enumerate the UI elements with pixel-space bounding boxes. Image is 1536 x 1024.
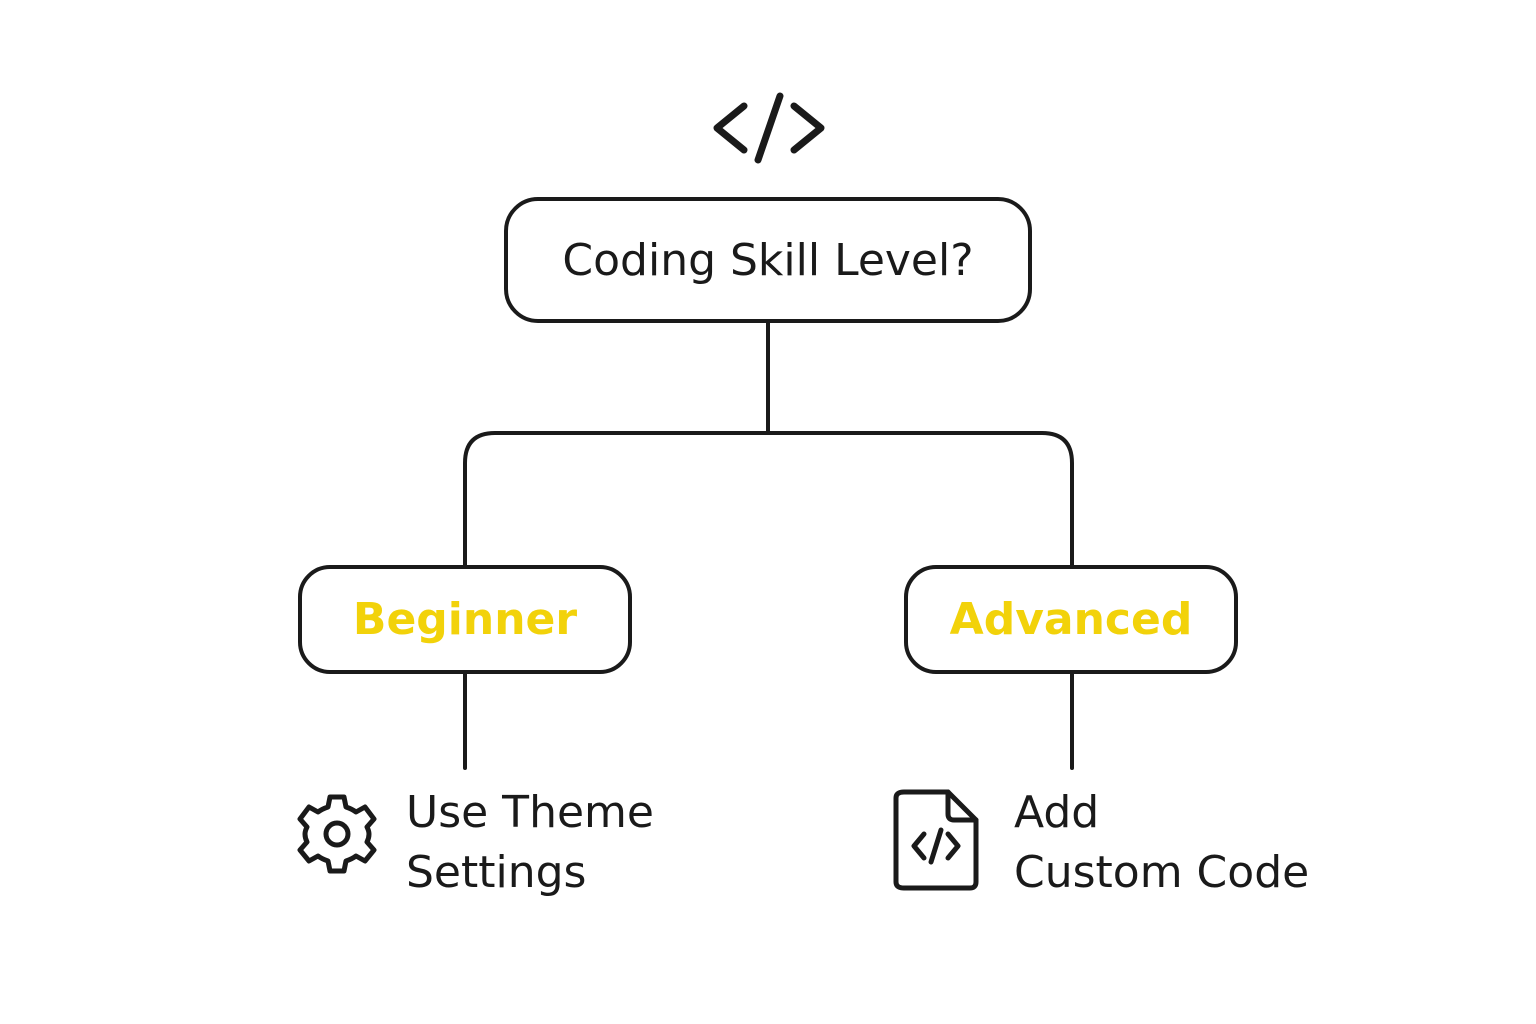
decision-node-root: Coding Skill Level?	[504, 197, 1032, 323]
outcome-advanced: Add Custom Code	[1014, 783, 1309, 903]
outcome-beginner-line-2: Settings	[406, 847, 587, 898]
code-brackets-icon	[713, 92, 825, 164]
code-file-icon	[893, 789, 979, 891]
gear-icon	[297, 794, 377, 874]
beginner-label: Beginner	[352, 594, 578, 645]
outcome-advanced-line-1: Add	[1014, 787, 1100, 838]
outcome-advanced-line-2: Custom Code	[1014, 847, 1310, 898]
branch-node-advanced: Advanced	[904, 565, 1238, 674]
connector-split	[463, 431, 1074, 567]
branch-node-beginner: Beginner	[298, 565, 632, 674]
outcome-beginner-line-1: Use Theme	[406, 787, 654, 838]
outcome-beginner: Use Theme Settings	[406, 783, 654, 903]
advanced-label: Advanced	[949, 594, 1193, 645]
root-label: Coding Skill Level?	[562, 234, 974, 286]
